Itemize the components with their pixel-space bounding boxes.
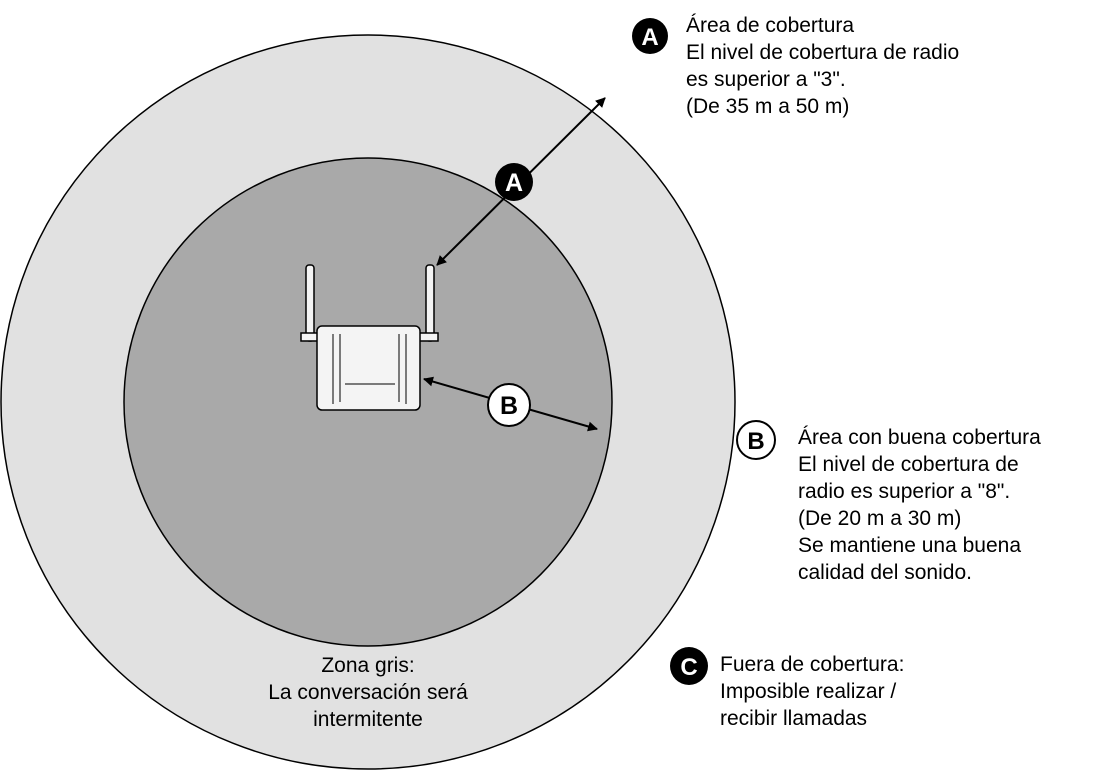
legend-c-line: Imposible realizar / <box>720 680 897 703</box>
legend-b-line: El nivel de cobertura de <box>798 453 1019 476</box>
svg-text:B: B <box>747 428 764 455</box>
legend-b-title: Área con buena cobertura <box>798 426 1041 449</box>
svg-text:A: A <box>641 24 658 51</box>
legend-a-line: es superior a "3". <box>686 68 846 91</box>
legend-a-text: Área de cobertura El nivel de cobertura … <box>686 12 959 120</box>
legend-a-line: El nivel de cobertura de radio <box>686 41 960 64</box>
gray-zone-line: intermitente <box>313 708 423 731</box>
svg-text:B: B <box>500 392 518 420</box>
legend-c-title: Fuera de cobertura: <box>720 653 905 676</box>
legend-a-line: (De 35 m a 50 m) <box>686 95 850 118</box>
svg-text:A: A <box>505 169 523 197</box>
gray-zone-line: La conversación será <box>268 681 468 704</box>
svg-text:C: C <box>680 654 697 681</box>
gray-zone-line: Zona gris: <box>321 654 415 677</box>
badge-a-legend: A <box>632 18 668 54</box>
badge-b-on-arrow: B <box>487 383 531 427</box>
legend-b-line: calidad del sonido. <box>798 561 972 584</box>
antenna-right <box>425 264 435 342</box>
gray-zone-label: Zona gris: La conversación será intermit… <box>218 652 518 733</box>
legend-c-line: recibir llamadas <box>720 707 868 730</box>
badge-a-on-arrow: A <box>495 163 533 201</box>
legend-b-line: (De 20 m a 30 m) <box>798 507 962 530</box>
legend-b-line: radio es superior a "8". <box>798 480 1011 503</box>
legend-b-text: Área con buena cobertura El nivel de cob… <box>798 424 1041 586</box>
device-body <box>316 325 421 411</box>
legend-c-text: Fuera de cobertura: Imposible realizar /… <box>720 651 904 732</box>
badge-b-legend: B <box>736 420 776 460</box>
legend-b-line: Se mantiene una buena <box>798 534 1022 557</box>
legend-a-title: Área de cobertura <box>686 14 855 37</box>
device-face <box>332 334 407 404</box>
badge-c-legend: C <box>670 647 708 685</box>
antenna-left <box>305 264 315 342</box>
base-station-device <box>300 264 439 411</box>
